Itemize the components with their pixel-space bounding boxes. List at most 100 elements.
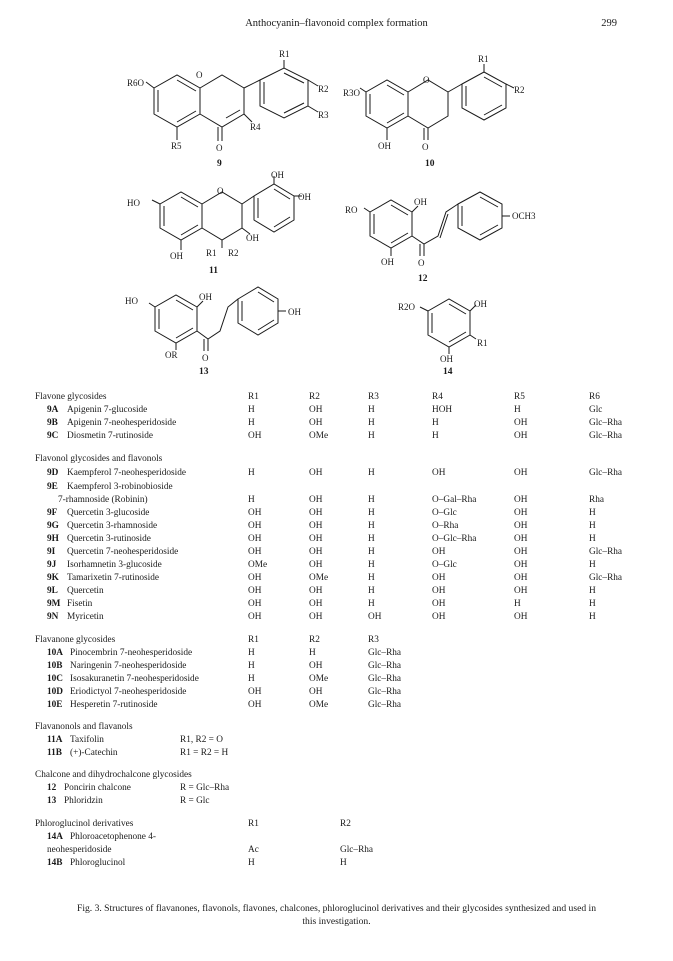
compound-name: Quercetin <box>67 586 104 596</box>
cell-R3: H <box>368 468 375 478</box>
cell-R2: OMe <box>309 573 329 583</box>
table-row: 13 Phloridzin R = Glc <box>0 795 673 807</box>
structure-14-substituent-OH-lower: OH <box>440 354 453 364</box>
compound-id: 9L <box>47 586 58 596</box>
compound-name: Diosmetin 7-rutinoside <box>67 431 153 441</box>
cell-R5: OH <box>514 560 528 570</box>
compound-name: Eriodictyol 7-neohesperidoside <box>70 687 187 697</box>
structure-10: R3O R1 R2 OH O O 10 <box>343 54 525 169</box>
structure-12-substituent-RO: RO <box>345 205 358 215</box>
compound-name-continued: 7-rhamnoside (Robinin) <box>58 495 148 505</box>
structure-10-substituent-R3O: R3O <box>343 88 361 98</box>
column-header-R3: R3 <box>368 392 379 402</box>
section-title: Flavone glycosides <box>35 392 107 402</box>
compound-name: Quercetin 7-neohesperidoside <box>67 547 179 557</box>
compound-name-continued: neohesperidoside <box>47 845 112 855</box>
cell-R4: OH <box>432 599 446 609</box>
column-header-R1: R1 <box>248 635 259 645</box>
table-row: 9E Kaempferol 3-robinobioside <box>0 481 673 493</box>
structure-13-substituent-OH-ring: OH <box>199 292 212 302</box>
section-header-flavanone-glycosides: Flavanone glycosides R1 R2 R3 <box>0 634 673 646</box>
cell-R1: OH <box>248 431 262 441</box>
chemical-structures-figure: R6O R1 R2 R3 R4 R5 O O 9 R3O R1 R2 OH O … <box>125 49 536 375</box>
cell-R1: H <box>248 674 255 684</box>
table-row: 10A Pinocembrin 7-neohesperidoside H H G… <box>0 647 673 659</box>
page-number: 299 <box>601 18 617 29</box>
structure-14-substituent-R2O: R2O <box>398 302 416 312</box>
cell-R1: H <box>248 495 255 505</box>
compound-id: 9B <box>47 418 58 428</box>
cell-R6: H <box>589 586 596 596</box>
cell-R3: H <box>368 405 375 415</box>
compound-id: 10D <box>47 687 64 697</box>
cell-R3: H <box>368 431 375 441</box>
section-title: Chalcone and dihydrochalcone glycosides <box>35 770 192 780</box>
compound-id: 9C <box>47 431 59 441</box>
cell-R5: OH <box>514 418 528 428</box>
structure-12-substituent-OH-lower: OH <box>381 257 394 267</box>
compound-name: Quercetin 3-rhamnoside <box>67 521 158 531</box>
cell-R1: OH <box>248 547 262 557</box>
figure-caption: Fig. 3. Structures of flavanones, flavon… <box>76 903 596 927</box>
cell-R3: Glc–Rha <box>368 648 402 658</box>
structure-11-substituent-OH-top: OH <box>271 170 284 180</box>
table-row: 9N Myricetin OH OH OH OH OH H <box>0 611 673 623</box>
section-title: Flavonol glycosides and flavonols <box>35 454 163 464</box>
cell-R3: H <box>368 547 375 557</box>
cell-R2: OH <box>309 534 323 544</box>
structure-10-ring-oxygen: O <box>423 75 430 85</box>
table-row: 14A Phloroacetophenone 4- <box>0 831 673 843</box>
cell-substituents: R1 = R2 = H <box>180 748 229 758</box>
cell-R2: OH <box>309 612 323 622</box>
cell-R1: H <box>248 405 255 415</box>
compound-id: 14B <box>47 858 63 868</box>
column-header-R6: R6 <box>589 392 600 402</box>
compound-name: Phloroacetophenone 4- <box>70 832 156 842</box>
cell-substituents: R = Glc–Rha <box>180 783 230 793</box>
section-title: Flavanonols and flavanols <box>35 722 133 732</box>
cell-R3: H <box>368 586 375 596</box>
cell-R6: H <box>589 534 596 544</box>
cell-R3: Glc–Rha <box>368 674 402 684</box>
table-row: 12 Poncirin chalcone R = Glc–Rha <box>0 782 673 794</box>
cell-R5: OH <box>514 468 528 478</box>
compound-id: 9A <box>47 405 59 415</box>
cell-R2: OH <box>309 586 323 596</box>
cell-R3: Glc–Rha <box>368 700 402 710</box>
structure-10-substituent-OH: OH <box>378 141 391 151</box>
cell-R6: Glc–Rha <box>589 468 623 478</box>
structure-10-number: 10 <box>425 159 435 169</box>
section-header-flavonol-glycosides: Flavonol glycosides and flavonols <box>0 453 673 465</box>
cell-R2: OMe <box>309 431 329 441</box>
compound-id: 9G <box>47 521 59 531</box>
structure-10-carbonyl-oxygen: O <box>422 142 429 152</box>
running-header: Anthocyanin–flavonoid complex formation <box>245 18 428 29</box>
cell-R3: Glc–Rha <box>368 661 402 671</box>
table-row: 10C Isosakuranetin 7-neohesperidoside H … <box>0 673 673 685</box>
structure-10-substituent-R2: R2 <box>514 85 525 95</box>
cell-R4: OH <box>432 547 446 557</box>
compound-id: 9M <box>47 599 61 609</box>
compound-id: 10E <box>47 700 63 710</box>
table-row: neohesperidoside Ac Glc–Rha <box>0 844 673 856</box>
structure-14-number: 14 <box>443 367 453 375</box>
cell-R5: OH <box>514 495 528 505</box>
cell-R6: H <box>589 521 596 531</box>
structure-13-substituent-OH-right: OH <box>288 307 301 317</box>
structure-12-substituent-OH: OH <box>414 197 427 207</box>
table-row: 9C Diosmetin 7-rutinoside OH OMe H H OH … <box>0 430 673 442</box>
compound-id: 9K <box>47 573 59 583</box>
table-row: 9M Fisetin OH OH H OH H H <box>0 598 673 610</box>
compound-name: Poncirin chalcone <box>64 783 131 793</box>
column-header-R4: R4 <box>432 392 443 402</box>
structure-13-substituent-HO: HO <box>125 296 138 306</box>
table-row: 9L Quercetin OH OH H OH OH H <box>0 585 673 597</box>
structure-12-substituent-OCH3: OCH3 <box>512 211 536 221</box>
structure-10-substituent-R1: R1 <box>478 54 489 64</box>
compound-name: Tamarixetin 7-rutinoside <box>67 573 160 583</box>
column-header-R1: R1 <box>248 392 259 402</box>
cell-R2: OH <box>309 687 323 697</box>
table-row: 11A Taxifolin R1, R2 = O <box>0 734 673 746</box>
cell-R1: OH <box>248 534 262 544</box>
structure-11-substituent-R2: R2 <box>228 248 239 258</box>
